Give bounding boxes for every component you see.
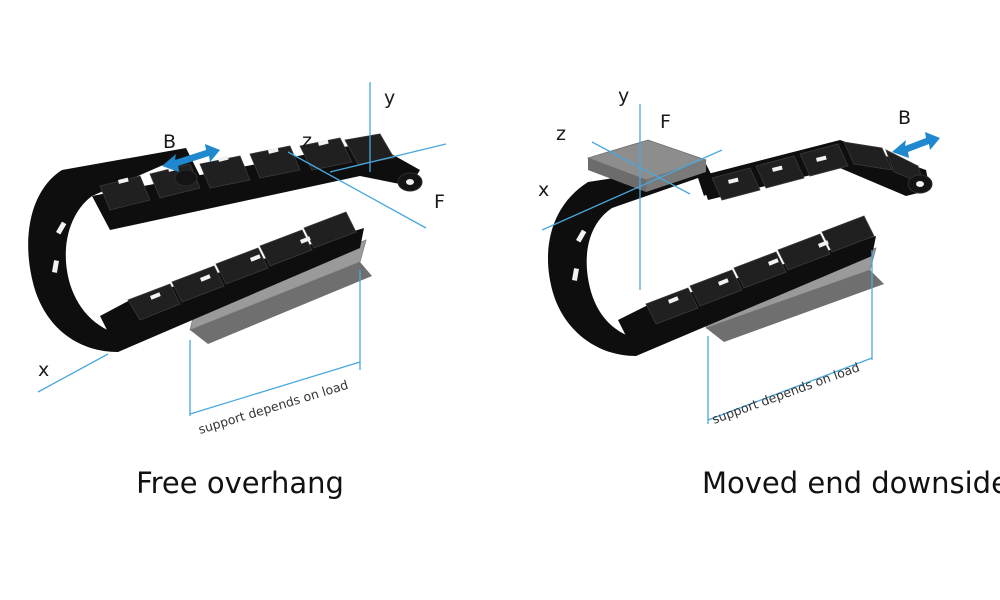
b-arrow xyxy=(162,144,220,172)
chain-windows xyxy=(571,155,829,304)
top-run-links xyxy=(99,133,395,211)
panel-moved-end-downside: y F z x B support depends on load Moved … xyxy=(500,0,1000,600)
support-label: support depends on load xyxy=(196,377,349,437)
label-f: F xyxy=(434,191,445,213)
label-z: z xyxy=(556,123,566,145)
label-x: x xyxy=(38,359,49,381)
axis-guides xyxy=(541,104,873,424)
label-b: B xyxy=(163,131,176,153)
label-y: y xyxy=(618,85,629,107)
support-label: support depends on load xyxy=(710,359,862,426)
caption-free-overhang: Free overhang xyxy=(136,466,344,500)
label-x: x xyxy=(538,179,549,201)
label-z: z xyxy=(302,130,312,152)
moving-end-plate xyxy=(586,139,708,192)
energy-chain xyxy=(28,133,423,352)
label-b: B xyxy=(898,107,911,129)
label-f: F xyxy=(660,111,671,133)
start-bracket xyxy=(174,169,198,187)
caption-moved-end-downside: Moved end downside xyxy=(702,466,1000,500)
moved-end-downside-diagram: y F z x B support depends on load xyxy=(538,85,940,427)
double-headed-arrow-icon xyxy=(892,132,940,158)
b-arrow xyxy=(892,132,940,158)
chain-windows xyxy=(52,139,329,300)
panel-free-overhang: B y z F x support depends on load Free o… xyxy=(28,82,447,500)
double-headed-arrow-icon xyxy=(162,144,220,172)
axis-guides xyxy=(37,82,447,416)
energy-chain xyxy=(547,140,933,356)
free-overhang-diagram: B y z F x support depends on load xyxy=(28,82,447,437)
label-y: y xyxy=(384,87,395,109)
